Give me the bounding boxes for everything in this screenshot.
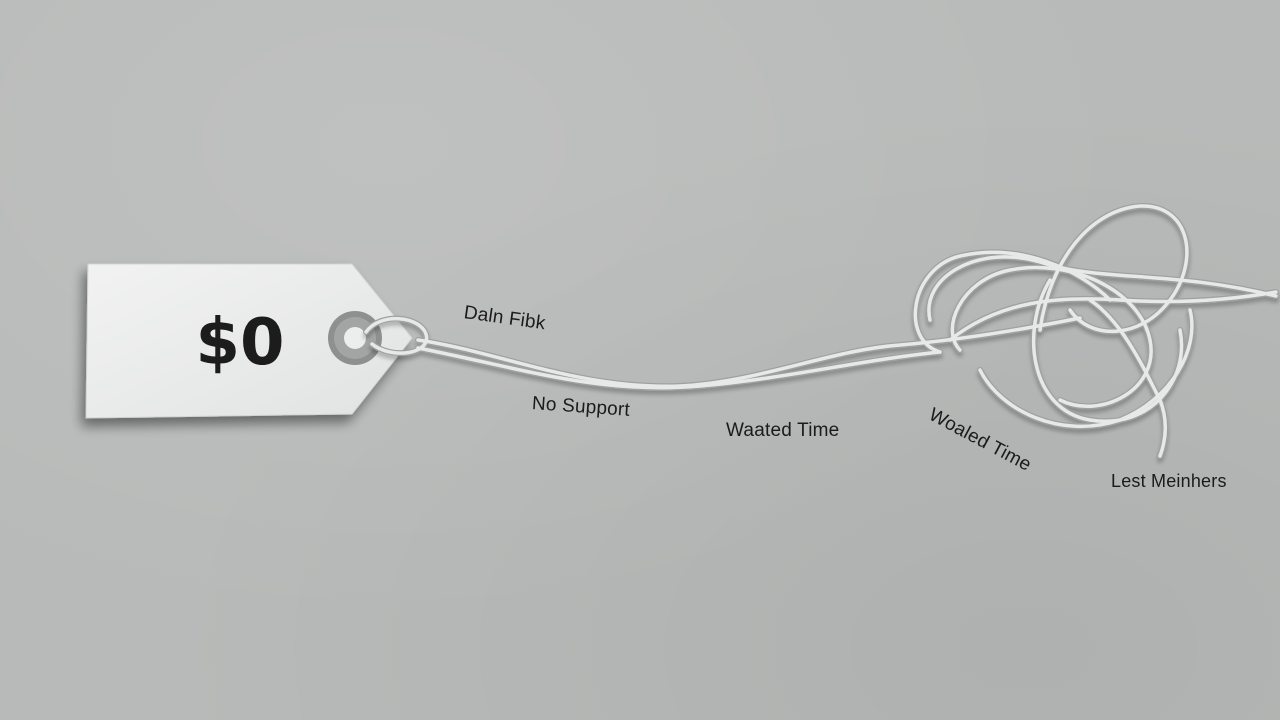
tangled-string [363,202,1279,459]
tag-price: $0 [195,306,284,380]
label-5: Lest Meinhers [1111,471,1227,491]
grommet-icon [328,311,382,365]
price-tag [85,263,413,419]
label-3: Waated Time [726,420,840,441]
